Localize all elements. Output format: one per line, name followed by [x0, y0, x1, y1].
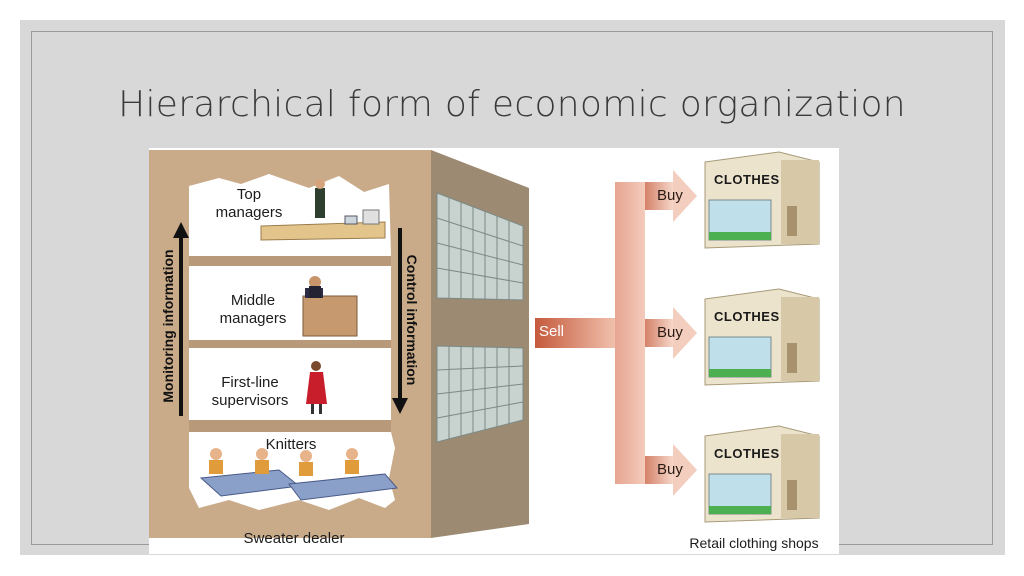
- label-knitters: Knitters: [265, 436, 317, 453]
- sell-label: Sell: [539, 323, 565, 340]
- label-first-line-supervisors: First-line supervisors: [211, 374, 289, 409]
- upper-windows: [436, 192, 524, 301]
- retail-shops-caption: Retail clothing shops: [689, 535, 819, 551]
- diagram-figure: Top managers Middle managers First-line …: [149, 148, 839, 554]
- middle-managers-illustration: [302, 276, 358, 337]
- shop-1: [704, 151, 820, 249]
- label-top-managers: Top managers: [215, 186, 283, 221]
- buy-label-2: Buy: [657, 324, 683, 341]
- control-information-label: Control information: [404, 254, 420, 386]
- sweater-dealer-caption: Sweater dealer: [243, 530, 345, 547]
- supervisor-illustration: [306, 361, 327, 414]
- shop-sign-3: CLOTHES: [714, 446, 780, 461]
- lower-windows: [436, 345, 524, 443]
- diagram-svg: [149, 150, 820, 538]
- buy-label-3: Buy: [657, 461, 683, 478]
- buy-arrow-2: [645, 307, 697, 359]
- flow-trunk: [615, 182, 645, 484]
- shop-2: [704, 288, 820, 386]
- label-middle-managers: Middle managers: [219, 292, 287, 327]
- control-arrow: [392, 228, 408, 414]
- monitoring-arrow: [173, 222, 189, 416]
- buy-arrow-3: [645, 444, 697, 496]
- buy-label-1: Buy: [657, 187, 683, 204]
- buy-arrow-1: [645, 170, 697, 222]
- shop-sign-1: CLOTHES: [714, 172, 780, 187]
- room-firstline: [189, 348, 391, 420]
- knitters-illustration: [199, 448, 398, 501]
- monitoring-information-label: Monitoring information: [160, 249, 176, 403]
- top-managers-illustration: [260, 179, 386, 241]
- sell-arrow: [535, 318, 615, 348]
- slide-title: Hierarchical form of economic organizati…: [118, 84, 906, 125]
- shop-3: [704, 425, 820, 523]
- shop-sign-2: CLOTHES: [714, 309, 780, 324]
